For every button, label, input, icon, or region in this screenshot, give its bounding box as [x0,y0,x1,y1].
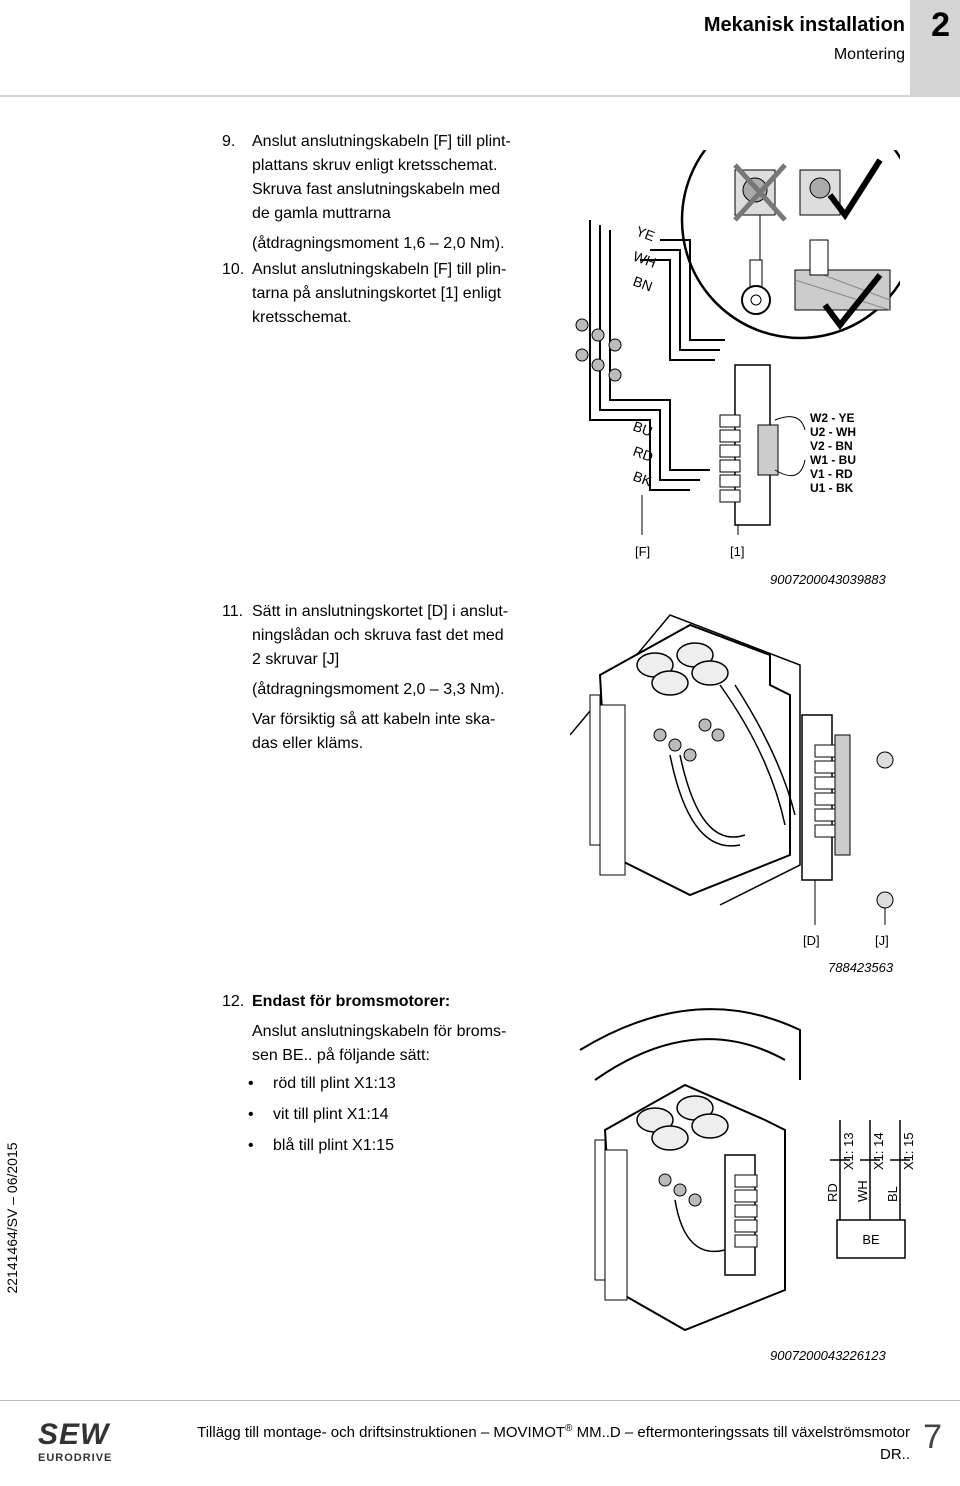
brake-label: BE [862,1232,880,1247]
step-10: 10. Anslut anslutningskabeln [F] till pl… [222,258,562,330]
footer-rule [0,1400,960,1401]
step-text-line: tarna på anslutningskortet [1] enligt [252,285,502,302]
step-text-line: kretsschemat. [252,309,352,326]
step-note-line: das eller kläms. [252,735,364,752]
bullet-item: • [248,1106,254,1123]
chapter-tab [910,0,960,95]
check-icon [827,158,883,221]
bullet-text: blå till plint X1:15 [273,1137,394,1154]
step-11: 11. Sätt in anslutningskortet [D] i ansl… [222,600,562,756]
bullet-item: • [248,1075,254,1092]
bullet-text: vit till plint X1:14 [273,1106,389,1123]
step-text-line: Skruva fast anslutningskabeln med [252,181,501,198]
wire-label: RD [825,1183,840,1202]
junction-box [598,623,791,897]
eurodrive-logo: EURODRIVE [38,1452,113,1464]
header-rule [0,95,960,97]
step-text-line: plattans skruv enligt kretsschemat. [252,157,498,174]
step-number: 9. [222,133,236,150]
wire-label: WH [631,248,658,271]
junction-box-figure: [D] [J] [570,614,894,948]
step-text-line: de gamla muttrarna [252,205,391,222]
screw [876,891,894,909]
step-12: 12. Endast för bromsmotorer: Anslut ansl… [222,990,567,1068]
bullet-text: röd till plint X1:13 [273,1075,396,1092]
step-text-line: sen BE.. på följande sätt: [252,1047,430,1064]
legend-entry: W1 - BU [810,453,856,467]
chapter-number: 2 [931,6,950,44]
step-9: 9. Anslut anslutningskabeln [F] till pli… [222,130,562,256]
step-torque: (åtdragningsmoment 1,6 – 2,0 Nm). [252,235,505,252]
footer-text-part: MM..D – eftermonteringssats till växelst… [572,1424,910,1441]
step-number: 12. [222,993,245,1010]
legend-entry: V2 - BN [810,439,853,453]
terminal-label: X1: 13 [841,1132,856,1170]
brake-wiring-figure: BE RD WH BL X1: 13 X1: 14 X1: 15 [579,1008,915,1332]
legend-entry: V1 - RD [810,467,853,481]
step-title: Endast för bromsmotorer: [252,993,451,1010]
footer-text-part: DR.. [880,1446,910,1463]
footer-text: Tillägg till montage- och driftsinstrukt… [125,1418,910,1466]
step-torque: (åtdragningsmoment 2,0 – 3,3 Nm). [252,681,505,698]
terminal-label: X1: 14 [871,1132,886,1170]
section-title: Mekanisk installation [703,14,905,36]
legend-entry: U1 - BK [810,481,854,495]
step-text-line: Anslut anslutningskabeln [F] till plint- [252,133,511,150]
step-number: 10. [222,261,245,278]
figure-id: 9007200043039883 [770,572,886,587]
figure-id: 788423563 [828,960,894,975]
wire-label: BK [631,468,655,490]
wire-label: BU [631,418,655,440]
section-subtitle: Montering [833,46,905,63]
step-text-line: Anslut anslutningskabeln [F] till plin- [252,261,507,278]
terminal-label: X1: 15 [901,1132,915,1170]
callout-label: [D] [803,933,820,948]
bullet-item: • [248,1137,254,1154]
wire-label: YE [634,223,657,244]
legend-entry: W2 - YE [810,411,854,425]
step-text-line: Anslut anslutningskabeln för broms- [252,1023,507,1040]
registered-mark: ® [565,1423,573,1434]
wire-label: RD [631,443,655,465]
step-text-line: ningslådan och skruva fast det med [252,627,504,644]
footer-text-part: Tillägg till montage- och driftsinstrukt… [197,1424,566,1441]
callout-label: [1] [730,544,744,559]
check-icon [822,273,883,330]
page-number: 7 [923,1418,942,1456]
step-number: 11. [222,603,244,620]
callout-label: [J] [875,933,889,948]
wire-label: BN [631,273,655,295]
callout-label: [F] [635,544,650,559]
sew-logo: SEW [38,1418,110,1451]
wire-label: BL [885,1186,900,1202]
screw [876,751,894,769]
step-text-line: 2 skruvar [J] [252,651,340,668]
document-code: 22141464/SV – 06/2015 [4,1142,20,1294]
wire-label: WH [855,1180,870,1202]
step-note-line: Var försiktig så att kabeln inte ska- [252,711,496,728]
step-text-line: Sätt in anslutningskortet [D] i anslut- [252,603,509,620]
wiring-figure-1: YE WH BN BU RD BK W2 - YE U2 - WH V2 - B… [575,150,900,559]
legend-entry: U2 - WH [810,425,856,439]
figure-id: 9007200043226123 [770,1348,886,1363]
brake-box [836,1219,906,1259]
